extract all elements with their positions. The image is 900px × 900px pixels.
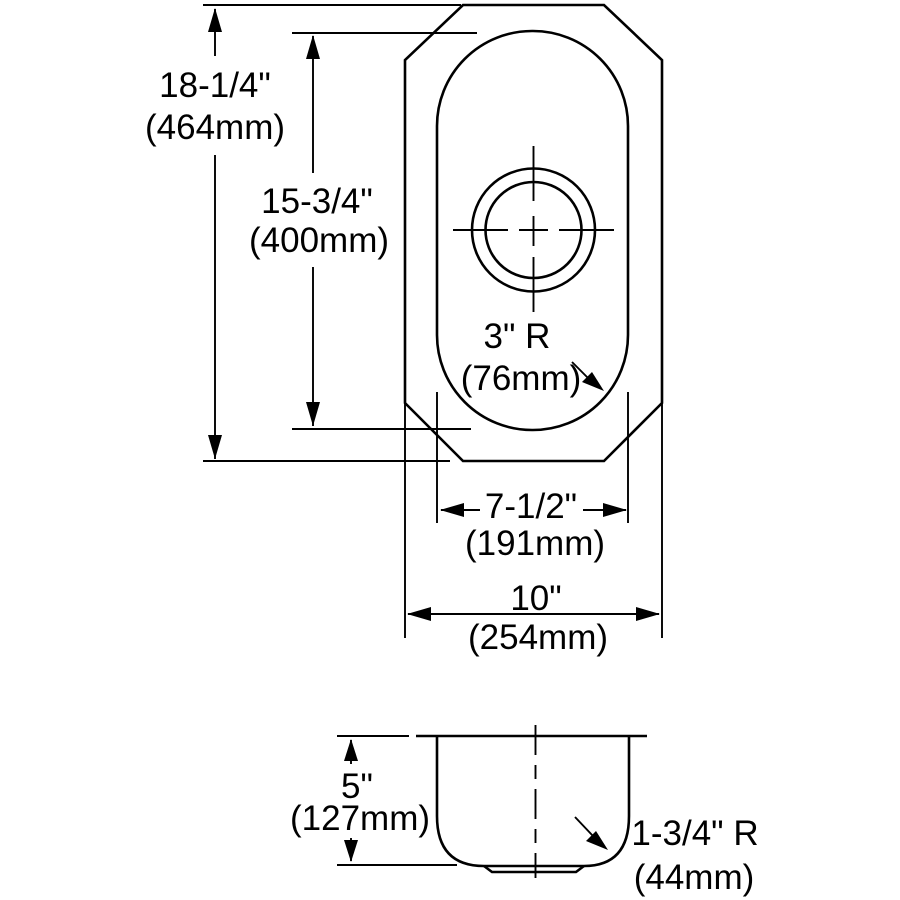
arrowhead-down-icon bbox=[306, 402, 320, 426]
top-view-outer-outline bbox=[403, 3, 664, 463]
bowl-width-mm-label: (191mm) bbox=[465, 524, 605, 563]
overall-length-mm-label: (464mm) bbox=[145, 108, 285, 147]
overall-width-inches-label: 10" bbox=[510, 579, 561, 618]
arrowhead-down-icon bbox=[344, 840, 358, 862]
overall-length-inches-label: 18-1/4" bbox=[159, 66, 271, 105]
arrowhead-right-icon bbox=[603, 503, 627, 517]
arrowhead-up-icon bbox=[208, 8, 222, 32]
corner-radius-inches-label: 3" R bbox=[484, 317, 551, 356]
dimension-labels: 18-1/4" (464mm) 15-3/4" (400mm) 3" R (76… bbox=[145, 66, 759, 897]
bowl-depth-mm-label: (127mm) bbox=[290, 799, 430, 838]
arrowhead-diagonal-icon bbox=[582, 372, 604, 391]
corner-radius-mm-label: (76mm) bbox=[461, 359, 582, 398]
bowl-length-mm-label: (400mm) bbox=[249, 221, 389, 260]
bowl-width-inches-label: 7-1/2" bbox=[485, 487, 577, 526]
leader-corner-radius bbox=[571, 361, 604, 391]
overall-width-mm-label: (254mm) bbox=[468, 618, 608, 657]
arrowhead-down-icon bbox=[208, 435, 222, 459]
arrowhead-up-icon bbox=[344, 739, 358, 761]
bowl-depth-inches-label: 5" bbox=[341, 767, 373, 806]
bottom-radius-inches-label: 1-3/4" R bbox=[631, 814, 758, 853]
side-view-bowl-outline bbox=[435, 736, 631, 868]
label-masks bbox=[145, 56, 583, 838]
arrowhead-up-icon bbox=[306, 35, 320, 59]
bowl-length-inches-label: 15-3/4" bbox=[261, 182, 373, 221]
extension-lines bbox=[203, 4, 663, 638]
top-view-bowl-outline bbox=[435, 29, 630, 432]
arrowhead-diagonal-icon bbox=[586, 831, 608, 850]
arrowhead-right-icon bbox=[636, 607, 660, 621]
bottom-radius-mm-label: (44mm) bbox=[634, 858, 755, 897]
arrowhead-left-icon bbox=[407, 607, 431, 621]
arrowhead-left-icon bbox=[440, 503, 464, 517]
side-view-bottom-recess bbox=[483, 864, 585, 874]
side-view bbox=[337, 725, 647, 878]
top-view bbox=[403, 3, 664, 463]
dimension-lines bbox=[208, 8, 660, 621]
leader-bottom-radius bbox=[574, 816, 608, 850]
